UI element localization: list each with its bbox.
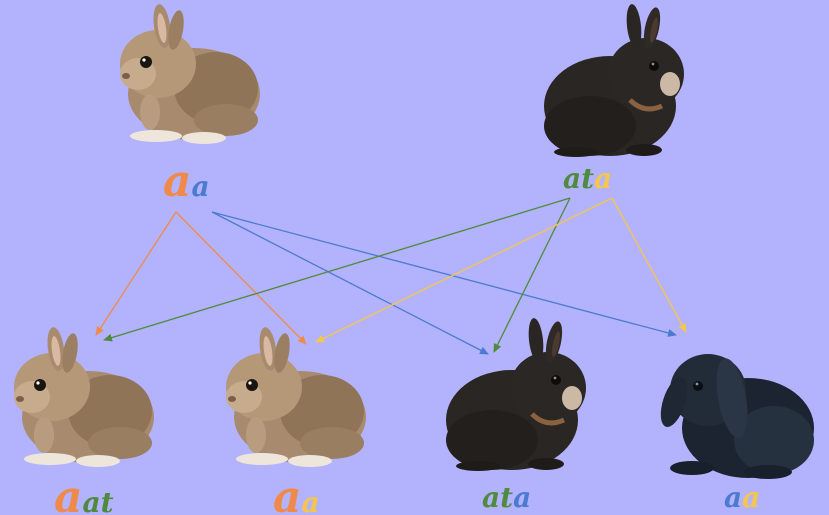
arrow-line (211, 211, 677, 337)
arrow-line (103, 197, 571, 342)
agouti-rabbit-icon (226, 326, 366, 467)
parent-tan-genotype: ata (563, 165, 612, 193)
black-tan-rabbit-icon (544, 3, 684, 157)
child-4-genotype: aa (724, 484, 760, 512)
arrow-line (611, 197, 687, 333)
allele-label: a (191, 170, 210, 203)
allele-label: a (513, 481, 532, 514)
allele-label: at (563, 162, 595, 195)
arrow-line (211, 211, 489, 355)
allele-label: a (742, 481, 761, 514)
allele-label: a (594, 162, 613, 195)
child-1-genotype: aat (54, 476, 114, 515)
allele-label: a (54, 472, 83, 515)
arrow-line (493, 197, 571, 353)
agouti-rabbit-icon (14, 326, 154, 467)
child-2-genotype: aa (273, 476, 320, 515)
agouti-rabbit-icon (120, 3, 260, 144)
allele-label: at (482, 481, 514, 514)
arrow-line (95, 211, 177, 336)
allele-label: at (82, 486, 114, 515)
child-3-genotype: ata (482, 484, 531, 512)
allele-label: a (301, 486, 320, 515)
allele-label: a (163, 156, 192, 207)
arrow-line (175, 211, 307, 345)
black-tan-rabbit-icon (446, 317, 586, 471)
black-lop-rabbit-icon (655, 354, 814, 479)
parent-agouti-genotype: aa (163, 160, 210, 204)
allele-label: a (724, 481, 743, 514)
arrow-line (315, 197, 613, 343)
allele-label: a (273, 472, 302, 515)
